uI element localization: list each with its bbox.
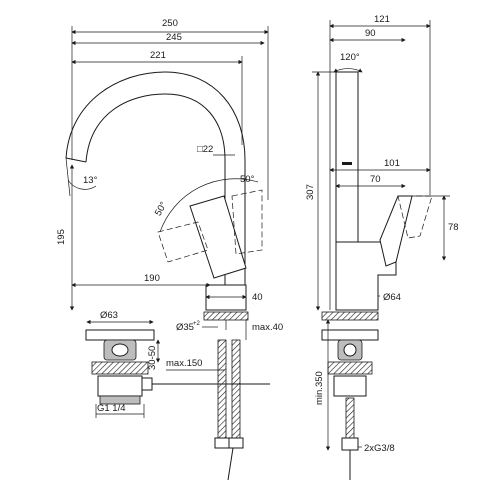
side-nut — [327, 361, 373, 375]
side-hose-nut — [341, 437, 359, 451]
dim-30-50: 30-50 — [147, 346, 158, 370]
side-cap — [343, 343, 357, 357]
dim-221: 221 — [150, 50, 166, 61]
dim-195: 195 — [56, 229, 67, 245]
rod-coupling — [141, 377, 153, 391]
section-22: □22 — [197, 144, 213, 155]
dim-max40: max.40 — [252, 322, 283, 333]
waste-thread — [99, 395, 141, 405]
hose-nut-left — [214, 437, 230, 449]
lever-arc — [159, 178, 259, 233]
dim-35: Ø35 — [176, 322, 194, 333]
dim-min350: min.350 — [314, 371, 325, 405]
dim-64: Ø64 — [383, 292, 401, 303]
hose-right — [231, 339, 241, 441]
hose-left — [217, 339, 227, 441]
dim-190: 190 — [144, 273, 160, 284]
dim-63: Ø63 — [100, 310, 118, 321]
lever-ghost-left — [157, 221, 209, 263]
rotation-arc — [333, 68, 363, 73]
spout-outlet — [65, 157, 87, 163]
connection-g38: 2xG3/8 — [364, 443, 395, 454]
angle-50-left: 50° — [153, 200, 170, 218]
dim-70: 70 — [370, 174, 381, 185]
dim-78: 78 — [448, 222, 459, 233]
waste-cap — [111, 343, 129, 357]
mixer-base — [205, 284, 247, 311]
waste-nut — [91, 361, 149, 375]
waste-view: Ø63 30-50 max.150 G1 1/4 — [85, 310, 270, 418]
dim-250: 250 — [162, 18, 178, 29]
rotation-120: 120° — [340, 52, 360, 63]
angle-line — [65, 157, 71, 197]
side-flange — [321, 329, 379, 341]
side-lever — [379, 195, 413, 267]
front-view: 250 245 221 13° □22 50° 50° 195 — [56, 18, 283, 481]
thread-g1: G1 1/4 — [97, 403, 126, 414]
spout-column — [335, 71, 359, 243]
dim-40: 40 — [252, 292, 263, 303]
dim-307: 307 — [305, 184, 316, 200]
angle-arc-13 — [67, 179, 97, 190]
dim-max150: max.150 — [166, 358, 202, 369]
waste-flange — [85, 329, 155, 341]
hose-nut-right — [228, 437, 244, 449]
side-view: 121 90 120° 101 70 78 307 Ø64 — [305, 14, 459, 480]
angle-13: 13° — [83, 175, 98, 186]
dim-101: 101 — [384, 158, 400, 169]
side-deck — [321, 311, 379, 321]
deck-plate — [203, 311, 249, 321]
aerator-mark — [342, 162, 352, 165]
spout-inner — [85, 93, 226, 300]
side-hose — [345, 397, 355, 439]
dim-121: 121 — [374, 14, 390, 25]
waste-body — [97, 375, 143, 397]
hose-end — [227, 447, 234, 481]
dim-245: 245 — [166, 32, 182, 43]
lever-ghost-right — [231, 189, 263, 255]
side-waste-body — [333, 375, 367, 397]
spout-outer — [65, 71, 246, 300]
dim-90: 90 — [365, 28, 376, 39]
lever — [189, 195, 247, 279]
angle-50-right: 50° — [240, 174, 255, 185]
dim-35-tol: +2 — [193, 321, 201, 327]
